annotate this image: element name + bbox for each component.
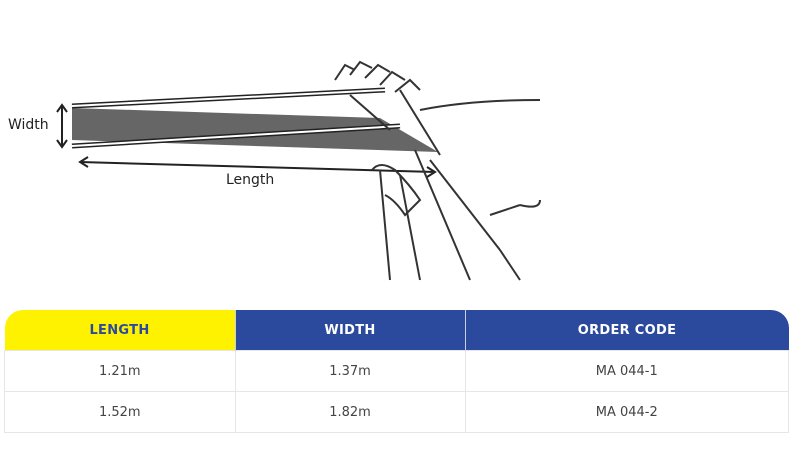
product-diagram — [56, 60, 541, 281]
cell-order-code: MA 044-2 — [464, 391, 789, 433]
table-row: 1.21m 1.37m MA 044-1 — [4, 350, 789, 392]
header-length: LENGTH — [4, 310, 236, 351]
length-label: Length — [226, 172, 275, 188]
header-order-code: ORDER CODE — [465, 310, 789, 351]
header-width: WIDTH — [235, 310, 466, 351]
cell-length: 1.21m — [4, 350, 236, 392]
width-label: Width — [8, 117, 49, 133]
size-table: LENGTH WIDTH ORDER CODE 1.21m 1.37m MA 0… — [4, 310, 789, 433]
table-row: 1.52m 1.82m MA 044-2 — [4, 391, 789, 433]
cell-width: 1.82m — [234, 391, 466, 433]
cell-width: 1.37m — [234, 350, 466, 392]
cell-order-code: MA 044-1 — [464, 350, 789, 392]
cell-length: 1.52m — [4, 391, 236, 433]
